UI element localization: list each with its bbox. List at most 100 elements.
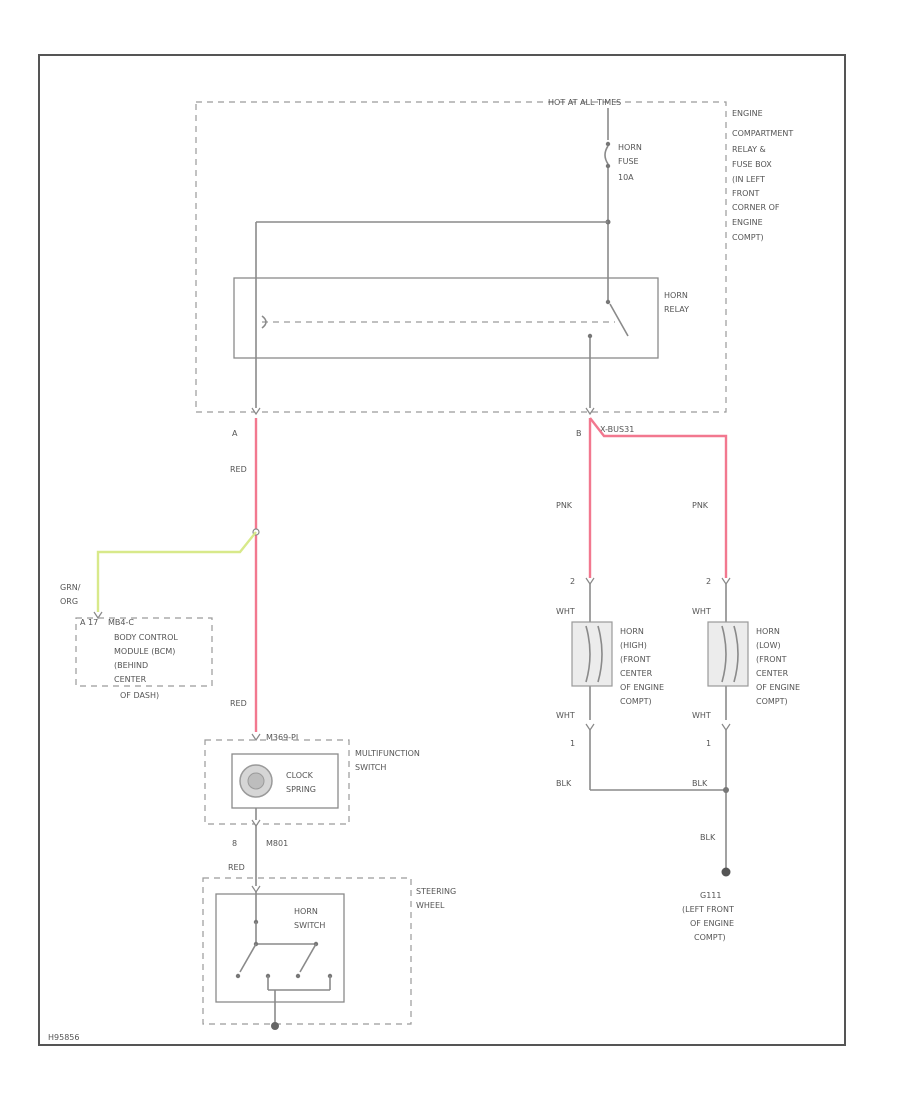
svg-text:SWITCH: SWITCH bbox=[294, 921, 325, 930]
svg-text:G111: G111 bbox=[700, 891, 721, 900]
wire-steering-label: RED bbox=[228, 863, 245, 872]
svg-text:HORN: HORN bbox=[664, 291, 688, 300]
svg-text:WHEEL: WHEEL bbox=[416, 901, 445, 910]
svg-text:(LEFT FRONT: (LEFT FRONT bbox=[682, 905, 734, 914]
svg-text:RELAY: RELAY bbox=[664, 305, 689, 314]
horn-switch bbox=[215, 893, 345, 1003]
bcm-connector-label: MB4-C bbox=[108, 618, 134, 627]
pin-a-label: A bbox=[232, 429, 238, 438]
horn-relay-label: HORN RELAY bbox=[664, 291, 689, 314]
svg-text:ENGINE: ENGINE bbox=[732, 218, 763, 227]
svg-text:HORN: HORN bbox=[618, 143, 642, 152]
bcm-pin-label: A 17 bbox=[80, 618, 98, 627]
horn-switch-contacts-icon bbox=[235, 943, 333, 979]
svg-text:HORN: HORN bbox=[620, 627, 644, 636]
horn-high-icon bbox=[571, 621, 613, 687]
svg-text:FRONT: FRONT bbox=[732, 189, 759, 198]
bcm-outline bbox=[75, 617, 213, 687]
mfs-connector-2-label: M801 bbox=[266, 839, 288, 848]
svg-text:COMPT): COMPT) bbox=[620, 697, 652, 706]
steering-wheel-label: STEERING WHEEL bbox=[416, 887, 456, 910]
svg-text:MODULE (BCM): MODULE (BCM) bbox=[114, 647, 175, 656]
svg-text:(FRONT: (FRONT bbox=[620, 655, 651, 664]
horn-switch-label: HORN SWITCH bbox=[294, 907, 325, 930]
wht-3-label: WHT bbox=[556, 711, 575, 720]
horn-low-icon bbox=[707, 621, 749, 687]
bcm-label: BODY CONTROL MODULE (BCM) (BEHIND CENTER… bbox=[114, 633, 178, 700]
wire-grn-label: GRN/ ORG bbox=[60, 583, 81, 606]
wire-pnk-low bbox=[589, 417, 728, 580]
diagram-frame bbox=[38, 54, 846, 1046]
wire-red-2-label: RED bbox=[230, 699, 247, 708]
underhood-box-outline bbox=[195, 101, 727, 413]
ground-g111-icon bbox=[721, 867, 731, 877]
svg-text:10A: 10A bbox=[618, 173, 634, 182]
svg-text:COMPT): COMPT) bbox=[756, 697, 788, 706]
wht-4-label: WHT bbox=[692, 711, 711, 720]
pnk-2-label: PNK bbox=[692, 501, 709, 510]
svg-text:OF ENGINE: OF ENGINE bbox=[690, 919, 734, 928]
svg-text:OF DASH): OF DASH) bbox=[120, 691, 159, 700]
svg-text:HORN: HORN bbox=[756, 627, 780, 636]
svg-text:CENTER: CENTER bbox=[114, 675, 147, 684]
svg-text:SWITCH: SWITCH bbox=[355, 763, 386, 772]
svg-text:ORG: ORG bbox=[60, 597, 78, 606]
wire-red-1-label: RED bbox=[230, 465, 247, 474]
svg-text:CENTER: CENTER bbox=[620, 669, 653, 678]
mfs-connector-label: M369-PI bbox=[266, 733, 298, 742]
svg-text:(LOW): (LOW) bbox=[756, 641, 781, 650]
svg-text:CORNER OF: CORNER OF bbox=[732, 203, 780, 212]
svg-text:OF ENGINE: OF ENGINE bbox=[620, 683, 664, 692]
svg-text:(IN LEFT: (IN LEFT bbox=[732, 175, 765, 184]
horn-high-pin2-label: 2 bbox=[570, 577, 575, 586]
clock-spring-label: CLOCK SPRING bbox=[286, 771, 316, 794]
pin-b-label: B bbox=[576, 429, 582, 438]
svg-text:FUSE: FUSE bbox=[618, 157, 639, 166]
svg-text:CENTER: CENTER bbox=[756, 669, 789, 678]
horn-low-pin2-label: 2 bbox=[706, 577, 711, 586]
horn-low-label: HORN (LOW) (FRONT CENTER OF ENGINE COMPT… bbox=[756, 627, 800, 706]
horn-high-pin1-label: 1 bbox=[570, 739, 575, 748]
svg-text:BODY CONTROL: BODY CONTROL bbox=[114, 633, 178, 642]
steering-wheel-outline bbox=[202, 877, 412, 1025]
ground-g111-label: G111 (LEFT FRONT OF ENGINE COMPT) bbox=[682, 891, 734, 942]
connector-x1-label: X-BUS31 bbox=[600, 425, 634, 434]
svg-text:(BEHIND: (BEHIND bbox=[114, 661, 148, 670]
blk-3-label: BLK bbox=[700, 833, 716, 842]
horn-fuse bbox=[604, 141, 611, 169]
clock-spring bbox=[231, 753, 339, 809]
svg-text:RELAY &: RELAY & bbox=[732, 145, 766, 154]
hot-at-all-times-label: HOT AT ALL TIMES bbox=[548, 98, 621, 107]
wht-1-label: WHT bbox=[556, 607, 575, 616]
svg-text:COMPT): COMPT) bbox=[694, 933, 726, 942]
mfs-pin-label: 8 bbox=[232, 839, 237, 848]
svg-text:COMPARTMENT: COMPARTMENT bbox=[732, 129, 793, 138]
svg-text:OF ENGINE: OF ENGINE bbox=[756, 683, 800, 692]
relay-switch-icon bbox=[609, 303, 629, 337]
blk-2-label: BLK bbox=[692, 779, 708, 788]
svg-text:COMPT): COMPT) bbox=[732, 233, 764, 242]
relay-coil-icon bbox=[261, 315, 267, 329]
multifunction-switch-label: MULTIFUNCTION SWITCH bbox=[355, 749, 420, 772]
svg-text:STEERING: STEERING bbox=[416, 887, 456, 896]
multifunction-switch-outline bbox=[204, 739, 350, 825]
wire-grn-org bbox=[96, 531, 257, 615]
svg-text:HORN: HORN bbox=[294, 907, 318, 916]
horn-high-label: HORN (HIGH) (FRONT CENTER OF ENGINE COMP… bbox=[620, 627, 664, 706]
svg-text:SPRING: SPRING bbox=[286, 785, 316, 794]
svg-text:MULTIFUNCTION: MULTIFUNCTION bbox=[355, 749, 420, 758]
horn-low-pin1-label: 1 bbox=[706, 739, 711, 748]
svg-text:FUSE BOX: FUSE BOX bbox=[732, 160, 772, 169]
horn-fuse-label: HORN FUSE 10A bbox=[618, 143, 642, 182]
horn-relay bbox=[233, 277, 659, 359]
diagram-id: H95856 bbox=[48, 1033, 79, 1042]
splice-blk bbox=[723, 787, 729, 793]
underhood-box-label: ENGINE COMPARTMENT RELAY & FUSE BOX (IN … bbox=[732, 109, 793, 242]
svg-text:CLOCK: CLOCK bbox=[286, 771, 314, 780]
svg-text:(HIGH): (HIGH) bbox=[620, 641, 647, 650]
svg-text:(FRONT: (FRONT bbox=[756, 655, 787, 664]
ground-icon bbox=[271, 1022, 279, 1030]
svg-text:GRN/: GRN/ bbox=[60, 583, 81, 592]
pnk-1-label: PNK bbox=[556, 501, 573, 510]
